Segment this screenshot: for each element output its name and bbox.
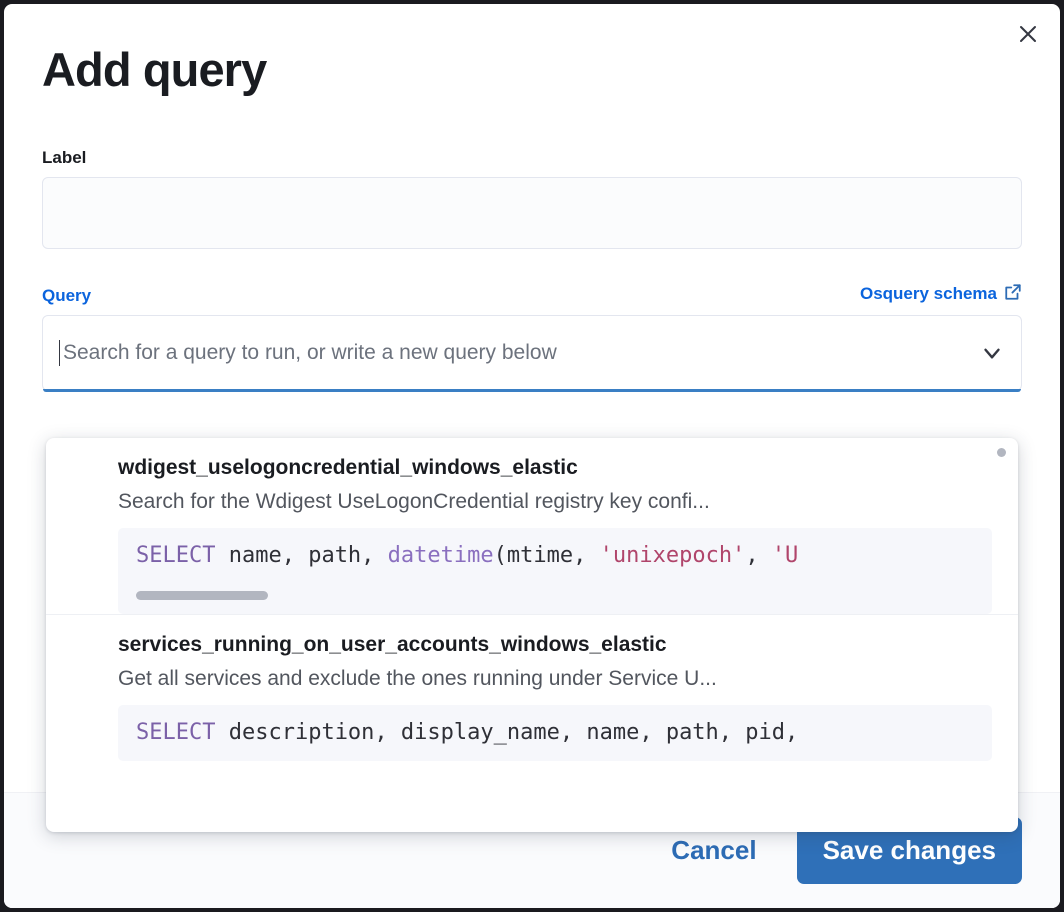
- sql-token: ,: [745, 543, 772, 568]
- list-item-title: wdigest_uselogoncredential_windows_elast…: [118, 456, 578, 479]
- chevron-down-icon[interactable]: [979, 340, 1005, 366]
- dropdown-scroll-indicator[interactable]: [997, 448, 1006, 457]
- query-field-label: Query: [42, 285, 92, 305]
- osquery-schema-link-label: Osquery schema: [859, 284, 997, 304]
- sql-token: description, display_name, name, path, p…: [215, 720, 799, 745]
- sql-token: SELECT: [136, 720, 216, 745]
- query-field-header: Query Osquery schema: [42, 283, 1022, 306]
- page-title: Add query: [42, 43, 267, 96]
- sql-token: (mtime,: [493, 543, 600, 568]
- add-query-modal: Add query Label Query Osquery schema Sea…: [4, 4, 1060, 908]
- list-item-description: Search for the Wdigest UseLogonCredentia…: [118, 490, 710, 513]
- cancel-button[interactable]: Cancel: [657, 825, 770, 876]
- close-icon[interactable]: [1008, 14, 1048, 54]
- code-horizontal-scrollbar[interactable]: [136, 591, 268, 600]
- sql-code-line: SELECT name, path, datetime(mtime, 'unix…: [118, 542, 992, 570]
- list-item-title: services_running_on_user_accounts_window…: [118, 633, 667, 656]
- query-search-combobox[interactable]: Search for a query to run, or write a ne…: [42, 314, 1022, 392]
- label-input[interactable]: [42, 176, 1022, 249]
- query-search-placeholder: Search for a query to run, or write a ne…: [63, 340, 557, 364]
- sql-code-line: SELECT description, display_name, name, …: [118, 719, 992, 747]
- modal-body: Add query Label Query Osquery schema Sea…: [4, 4, 1060, 392]
- text-cursor: [59, 339, 60, 366]
- query-suggestions-dropdown: wdigest_uselogoncredential_windows_elast…: [46, 438, 1018, 832]
- osquery-schema-link[interactable]: Osquery schema: [860, 283, 1022, 306]
- sql-token: SELECT: [136, 543, 216, 568]
- dropdown-list: wdigest_uselogoncredential_windows_elast…: [46, 438, 1018, 761]
- list-item[interactable]: wdigest_uselogoncredential_windows_elast…: [46, 438, 1018, 614]
- label-field-label: Label: [42, 147, 87, 167]
- sql-token: datetime: [387, 543, 494, 568]
- sql-token: name, path,: [215, 543, 388, 568]
- sql-token: 'U: [771, 543, 799, 568]
- list-item-code-block: SELECT description, display_name, name, …: [118, 705, 992, 761]
- external-link-icon: [1004, 283, 1022, 306]
- list-item[interactable]: services_running_on_user_accounts_window…: [46, 614, 1018, 761]
- list-item-description: Get all services and exclude the ones ru…: [118, 667, 717, 690]
- list-item-code-block: SELECT name, path, datetime(mtime, 'unix…: [118, 528, 992, 614]
- sql-token: 'unixepoch': [599, 543, 746, 568]
